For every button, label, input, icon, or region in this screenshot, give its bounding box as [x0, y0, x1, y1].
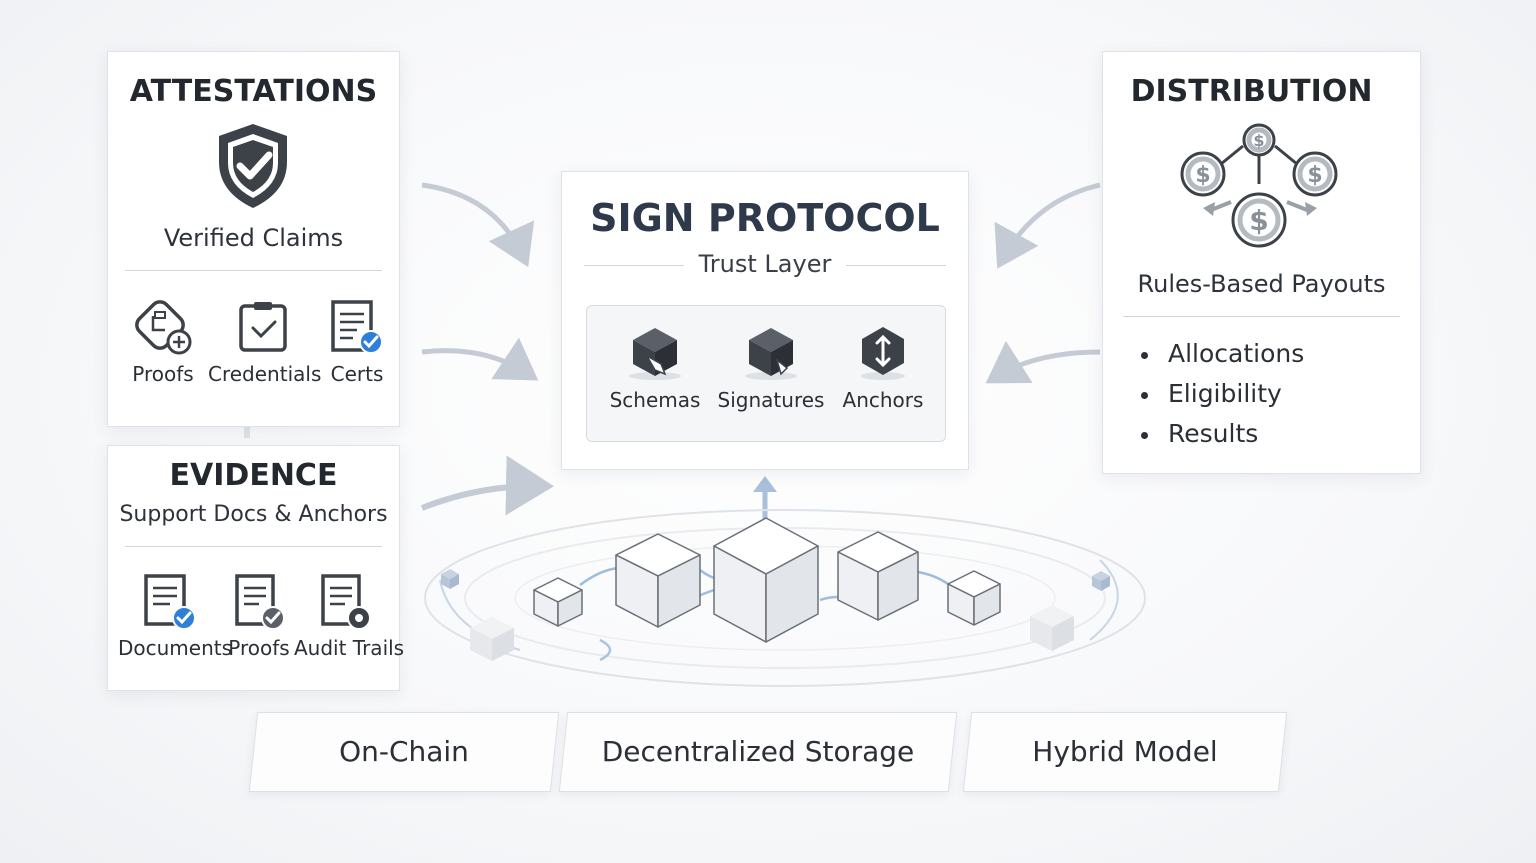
protocol-components: Schemas Signatures Anchors: [586, 305, 946, 442]
protocol-item-signatures[interactable]: Signatures: [715, 324, 827, 412]
attestations-subtitle: Verified Claims: [163, 224, 344, 252]
clipboard-check-icon: [239, 302, 287, 352]
cube-signature-icon: [745, 328, 797, 380]
trust-layer-divider-left: [584, 265, 684, 266]
arrow-attestations-to-protocol-mid: [421, 337, 539, 381]
bullet-item: Results: [1141, 414, 1304, 454]
shield-check-icon: [215, 122, 291, 210]
attestation-item-label: Credentials: [208, 362, 322, 386]
evidence-item-proofs[interactable]: Proofs: [224, 574, 294, 660]
svg-text:$: $: [1195, 163, 1210, 188]
cube-large-center: [713, 517, 819, 643]
sign-protocol-title: SIGN PROTOCOL: [590, 196, 940, 240]
svg-text:$: $: [1249, 204, 1268, 237]
protocol-item-label: Signatures: [717, 388, 825, 412]
document-check-gray-icon: [235, 574, 285, 630]
distribution-divider: [1123, 316, 1400, 317]
bullet-item: Allocations: [1141, 334, 1304, 374]
cube-medium-left: [615, 533, 701, 628]
storage-option-on-chain[interactable]: On-Chain: [248, 712, 560, 792]
attestations-panel: ATTESTATIONS Verified Claims Proofs Cred…: [107, 51, 400, 427]
attestations-divider: [125, 270, 382, 271]
svg-text:$: $: [1253, 131, 1264, 150]
evidence-item-audit-trails[interactable]: Audit Trails: [294, 574, 405, 660]
evidence-item-documents[interactable]: Documents: [118, 574, 233, 660]
hexagon-anchor-icon: [861, 327, 905, 380]
attestation-item-certs[interactable]: Certs: [316, 300, 398, 386]
storage-option-label: Hybrid Model: [1032, 735, 1218, 768]
document-record-icon: [321, 574, 371, 630]
attestation-item-credentials[interactable]: Credentials: [208, 300, 322, 386]
evidence-item-label: Documents: [118, 636, 233, 660]
cube-small-right: [947, 570, 1001, 626]
distribution-bullets: Allocations Eligibility Results: [1141, 334, 1304, 454]
orbit-rings: [424, 509, 1146, 687]
evidence-divider: [125, 546, 382, 547]
blockchain-cubes: [533, 517, 1001, 643]
cube-small-left: [533, 577, 583, 627]
arrow-distribution-to-protocol-mid: [985, 340, 1101, 384]
bullet-item: Eligibility: [1141, 374, 1304, 414]
evidence-item-label: Audit Trails: [294, 636, 405, 660]
storage-option-label: On-Chain: [339, 735, 469, 768]
attestation-item-label: Certs: [330, 362, 384, 386]
dollar-network-icon: $ $ $ $: [1177, 122, 1343, 250]
attestations-title: ATTESTATIONS: [129, 74, 378, 109]
arrow-attestations-to-protocol-top: [421, 182, 535, 268]
protocol-item-schemas[interactable]: Schemas: [605, 324, 705, 412]
trust-layer-divider-right: [846, 265, 946, 266]
evidence-subtitle: Support Docs & Anchors: [119, 502, 388, 527]
evidence-item-label: Proofs: [228, 636, 290, 660]
protocol-item-label: Anchors: [842, 388, 924, 412]
cube-connectors: [579, 566, 949, 602]
storage-option-hybrid[interactable]: Hybrid Model: [962, 712, 1288, 792]
arrow-evidence-to-protocol: [420, 455, 554, 516]
evidence-panel: EVIDENCE Support Docs & Anchors Document…: [107, 445, 405, 691]
floating-cubes: [441, 569, 1110, 661]
arrow-distribution-to-protocol-top: [994, 182, 1101, 269]
attestation-item-label: Proofs: [132, 362, 194, 386]
svg-text:$: $: [1307, 163, 1322, 188]
storage-option-label: Decentralized Storage: [601, 735, 915, 768]
storage-option-decentralized[interactable]: Decentralized Storage: [558, 712, 958, 792]
proof-badge-icon: [135, 300, 192, 355]
protocol-item-label: Schemas: [609, 388, 701, 412]
sign-protocol-subtitle: Trust Layer: [698, 250, 832, 278]
sign-protocol-panel: SIGN PROTOCOL Trust Layer Schemas Signat…: [561, 171, 969, 470]
distribution-title: DISTRIBUTION: [1130, 74, 1373, 109]
cube-schema-icon: [629, 328, 681, 380]
attestation-item-proofs[interactable]: Proofs: [122, 300, 204, 386]
cube-medium-right: [837, 531, 919, 621]
certificate-check-icon: [331, 300, 383, 354]
document-check-icon: [144, 574, 196, 630]
distribution-panel: DISTRIBUTION $ $ $ $: [1102, 51, 1421, 474]
protocol-item-anchors[interactable]: Anchors: [835, 324, 931, 412]
evidence-title: EVIDENCE: [169, 458, 338, 493]
distribution-subtitle: Rules-Based Payouts: [1137, 270, 1386, 298]
